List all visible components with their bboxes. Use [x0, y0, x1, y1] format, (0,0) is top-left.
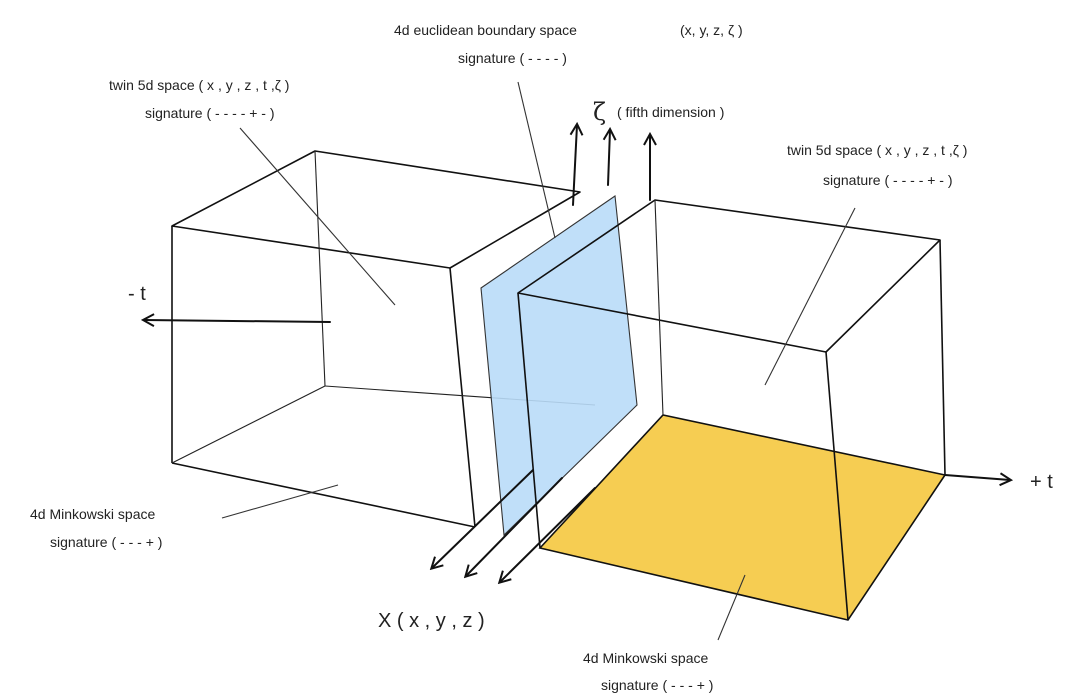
leader-mink-left: [221, 484, 339, 519]
minkowski-floor: [538, 414, 947, 621]
plus-t-label: + t: [1030, 471, 1053, 493]
plus-t-axis: [944, 475, 1010, 480]
x-axis-1: [432, 469, 534, 568]
euclid-coords: (x, y, z, ζ ): [680, 22, 743, 38]
x-axis-label: X ( x , y , z ): [378, 610, 485, 632]
mink-left-title: 4d Minkowski space: [30, 506, 155, 522]
leader-mink-right: [717, 574, 746, 641]
euclidean-boundary-plane: [480, 195, 638, 537]
euclid-signature: signature ( - - - - ): [458, 50, 567, 66]
leader-euclid: [517, 81, 556, 239]
mink-right-signature: signature ( - - - + ): [601, 677, 713, 693]
leader-lines: [221, 81, 856, 641]
zeta-description: ( fifth dimension ): [617, 104, 724, 120]
x-axis-2: [466, 477, 563, 576]
left-box: [171, 150, 596, 528]
leader-twin-left: [239, 127, 396, 306]
zeta-axis-1: [573, 125, 577, 206]
minus-t-axis: [144, 320, 331, 322]
zeta-symbol: ζ: [593, 98, 606, 126]
mink-right-title: 4d Minkowski space: [583, 650, 708, 666]
twin-left-title: twin 5d space ( x , y , z , t ,ζ ): [109, 77, 289, 93]
minus-t-label: - t: [128, 283, 146, 305]
zeta-axis-2: [608, 130, 610, 186]
euclid-title: 4d euclidean boundary space: [394, 22, 577, 38]
axes: [144, 125, 1010, 582]
x-axis-3: [500, 487, 596, 582]
twin-left-signature: signature ( - - - - + - ): [145, 105, 275, 121]
leader-twin-right: [764, 207, 856, 386]
mink-left-signature: signature ( - - - + ): [50, 534, 162, 550]
twin-right-title: twin 5d space ( x , y , z , t ,ζ ): [787, 142, 967, 158]
twin-right-signature: signature ( - - - - + - ): [823, 172, 953, 188]
